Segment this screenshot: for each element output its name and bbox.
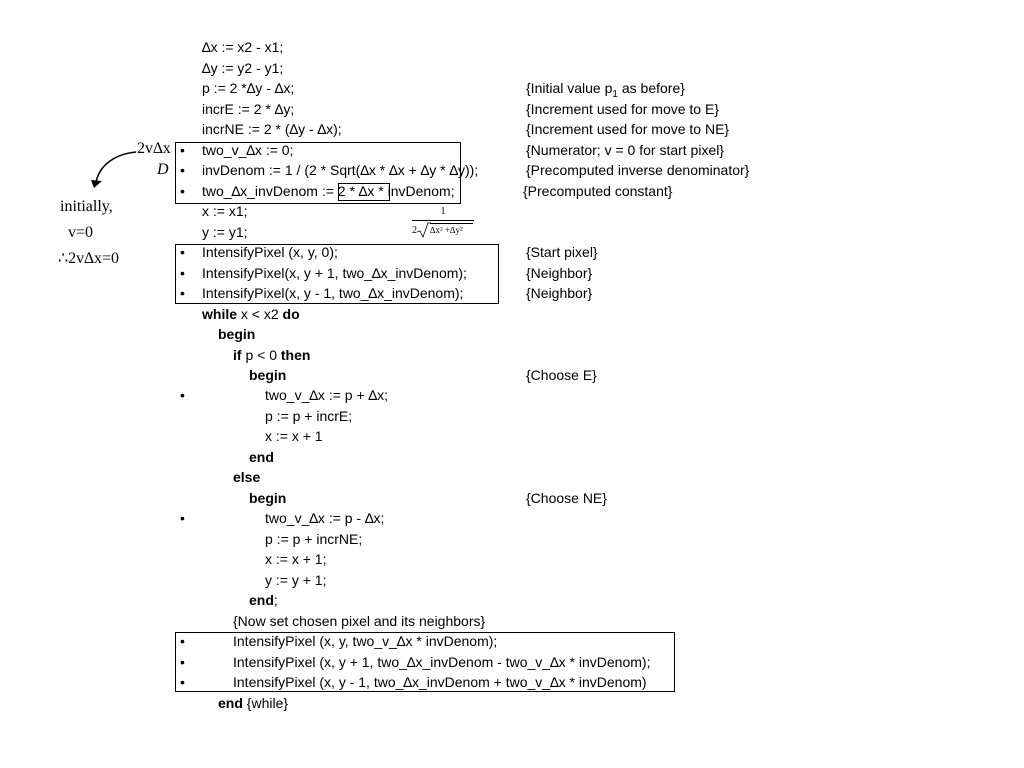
code-line: two_v_∆x := 0;	[202, 142, 294, 158]
keyword: end	[249, 449, 274, 465]
code-line: IntensifyPixel (x, y - 1, two_∆x_invDeno…	[233, 674, 647, 690]
keyword: then	[280, 347, 311, 363]
code-line: end;	[249, 590, 278, 610]
subscript: 1	[612, 88, 618, 100]
bullet: •	[180, 162, 185, 178]
code-line: p := 2 *∆y - ∆x;	[202, 80, 295, 96]
inline-2dx-box	[338, 183, 390, 201]
bullet: •	[180, 654, 185, 670]
code-line: invDenom := 1 / (2 * Sqrt(∆x * ∆x + ∆y *…	[202, 162, 479, 178]
code-part: p < 0	[241, 347, 281, 363]
code-line: IntensifyPixel(x, y - 1, two_∆x_invDenom…	[202, 285, 464, 301]
code-line: two_v_∆x := p + ∆x;	[265, 387, 388, 403]
code-line: two_v_∆x := p - ∆x;	[265, 510, 385, 526]
annotation-d: D	[157, 161, 169, 178]
code-line: x := x + 1	[265, 428, 323, 444]
code-part: invDenom;	[383, 183, 455, 199]
code-line: x := x + 1;	[265, 551, 327, 567]
bullet: •	[180, 387, 185, 403]
code-line: while x < x2 do	[202, 304, 300, 324]
code-line: IntensifyPixel (x, y, two_v_∆x * invDeno…	[233, 633, 498, 649]
code-line: IntensifyPixel (x, y + 1, two_∆x_invDeno…	[233, 654, 651, 670]
comment: {Precomputed constant}	[523, 183, 673, 199]
code-part: x < x2	[237, 306, 283, 322]
code-line: {Now set chosen pixel and its neighbors}	[233, 613, 486, 629]
keyword: do	[282, 306, 300, 322]
comment-part: {Initial value p	[526, 80, 613, 96]
code-part: 2 * ∆x *	[337, 183, 384, 199]
comment: {Numerator; v = 0 for start pixel}	[526, 142, 725, 158]
comment: {Increment used for move to NE}	[526, 121, 730, 137]
keyword: begin	[249, 490, 287, 506]
comment: {Neighbor}	[526, 285, 593, 301]
fraction-den-radicand: ∆x² +∆y²	[430, 225, 463, 235]
fraction-annotation: 1 2 ∆x² +∆y²	[410, 205, 476, 239]
bullet: •	[180, 510, 185, 526]
code-line: incrE := 2 * ∆y;	[202, 101, 295, 117]
comment: {Initial value p1 as before}	[526, 78, 685, 105]
keyword: begin	[249, 367, 287, 383]
code-line: end {while}	[218, 693, 288, 713]
curved-arrow-icon	[91, 151, 137, 188]
keyword: end	[249, 592, 274, 608]
code-line: IntensifyPixel (x, y, 0);	[202, 244, 338, 260]
keyword: end	[218, 695, 243, 711]
bullet: •	[180, 142, 185, 158]
code-line: p := p + incrE;	[265, 408, 353, 424]
intensify-loop-box	[175, 632, 675, 692]
keyword: else	[233, 469, 261, 485]
code-line: if p < 0 then	[233, 345, 310, 365]
code-line: IntensifyPixel(x, y + 1, two_∆x_invDenom…	[202, 265, 467, 281]
code-line: end	[249, 447, 274, 467]
code-line: incrNE := 2 * (∆y - ∆x);	[202, 121, 342, 137]
comment: {Choose E}	[526, 367, 597, 383]
keyword: while	[202, 306, 238, 322]
code-line: ∆x := x2 - x1;	[202, 39, 284, 55]
intensify-start-box	[175, 244, 499, 304]
code-line: p := p + incrNE;	[265, 531, 363, 547]
comment-part: as before}	[617, 80, 685, 96]
code-line: x := x1;	[202, 203, 248, 219]
code-line: begin	[249, 488, 286, 508]
comment: {Neighbor}	[526, 265, 593, 281]
code-part: {while}	[242, 695, 289, 711]
code-line: y := y + 1;	[265, 572, 327, 588]
annotation-therefore: ∴2v∆x=0	[58, 250, 119, 267]
comment: {Choose NE}	[526, 490, 607, 506]
init-box	[175, 142, 461, 204]
annotation-initially: initially,	[60, 198, 113, 215]
code-line: begin	[249, 365, 286, 385]
fraction-numerator: 1	[440, 206, 446, 217]
annotation-2vdx: 2v∆x	[137, 140, 171, 157]
code-line: y := y1;	[202, 224, 248, 240]
bullet: •	[180, 285, 185, 301]
sqrt-icon	[417, 222, 431, 238]
annotation-v-zero: v=0	[68, 224, 94, 241]
keyword: begin	[218, 326, 256, 342]
fraction-bar	[412, 220, 474, 221]
code-line: else	[233, 467, 260, 487]
comment: {Increment used for move to E}	[526, 101, 719, 117]
fraction-den-prefix: 2	[412, 225, 417, 236]
sqrt-overline	[430, 223, 473, 224]
code-line: ∆y := y2 - y1;	[202, 60, 284, 76]
bullet: •	[180, 674, 185, 690]
code-part: ;	[273, 592, 278, 608]
bullet: •	[180, 633, 185, 649]
bullet: •	[180, 265, 185, 281]
code-line: begin	[218, 324, 255, 344]
code-line: two_∆x_invDenom := 2 * ∆x * invDenom;	[202, 181, 455, 201]
bullet: •	[180, 183, 185, 199]
keyword: if	[233, 347, 242, 363]
comment: {Start pixel}	[526, 244, 598, 260]
comment: {Precomputed inverse denominator}	[526, 162, 750, 178]
bullet: •	[180, 244, 185, 260]
code-part: two_∆x_invDenom :=	[202, 183, 338, 199]
